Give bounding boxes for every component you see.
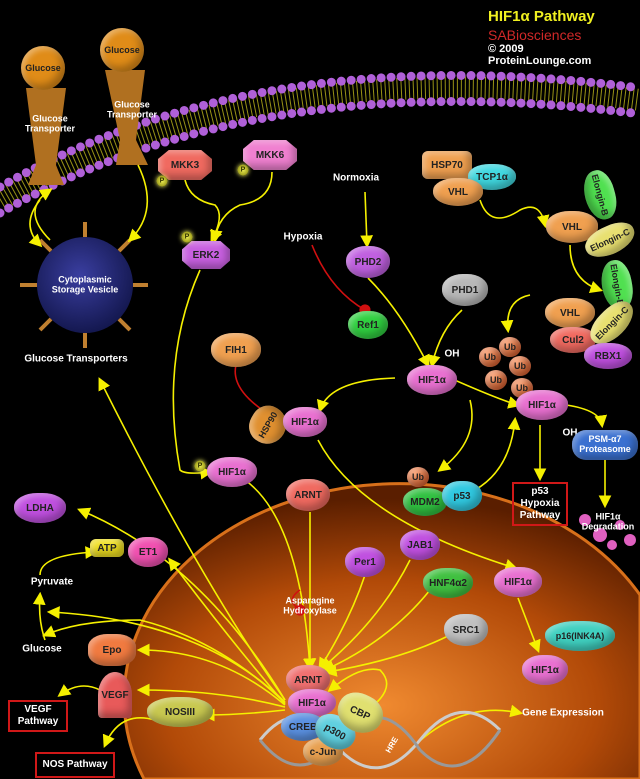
glucose-1: Glucose: [21, 46, 65, 90]
hif1a-p16: HIF1α: [522, 655, 568, 685]
vhl-3: VHL: [545, 298, 595, 328]
p53-hypoxia-pathway-box[interactable]: p53 Hypoxia Pathway: [512, 482, 568, 526]
ref1: Ref1: [348, 311, 388, 339]
fih1: FIH1: [211, 333, 261, 367]
atp: ATP: [90, 539, 124, 557]
oh-label-2: OH: [562, 427, 578, 439]
hif1a-complex: HIF1α: [288, 689, 336, 717]
degradation-fragments: [579, 514, 636, 550]
asparagine-hydroxylase-label: Asparagine Hydroxylase: [283, 595, 337, 616]
copyright: © 2009: [488, 43, 524, 55]
ub-4: Ub: [485, 370, 507, 390]
mkk6: MKK6: [243, 140, 297, 170]
brand-logo: SABiosciences: [488, 27, 582, 43]
glucose-transporter-1: [26, 88, 66, 185]
gene-expression-label: Gene Expression: [522, 707, 604, 719]
vegf: VEGF: [98, 672, 132, 718]
vesicle-label: Cytoplasmic Storage Vesicle: [51, 274, 119, 295]
activation-arrows: [28, 164, 612, 751]
hsp70: HSP70: [422, 151, 472, 179]
hif1a-hsp90: HIF1α: [283, 407, 327, 437]
glucose-transporters-label: Glucose Transporters: [24, 353, 128, 365]
hif1a-ubiquitinated: HIF1α: [516, 390, 568, 420]
glucose-transporter-label-2: Glucose Transporter: [106, 99, 158, 120]
site-link[interactable]: ProteinLounge.com: [488, 55, 592, 67]
mkk3: MKK3: [158, 150, 212, 180]
glucose-transporter-label-1: Glucose Transporter: [24, 113, 76, 134]
arnt-cyto: ARNT: [286, 479, 330, 511]
ub-3: Ub: [509, 356, 531, 376]
hif1a-hydroxylated: HIF1α: [407, 365, 457, 395]
phospho-hif1a: P: [194, 460, 206, 472]
hnf4a2: HNF4α2: [423, 568, 473, 598]
ub-2: Ub: [479, 347, 501, 367]
header: HIF1α Pathway SABiosciences © 2009 Prote…: [488, 8, 595, 67]
psm-a7-proteasome: PSM-α7 Proteasome: [572, 430, 638, 460]
phd1: PHD1: [442, 274, 488, 306]
hypoxia-label: Hypoxia: [283, 231, 323, 243]
glucose-2: Glucose: [100, 28, 144, 72]
ub-1: Ub: [499, 337, 521, 357]
normoxia-label: Normoxia: [332, 172, 380, 184]
p53: p53: [442, 481, 482, 511]
hif1a-degradation-label: HIF1α Degradation: [581, 511, 635, 532]
hif1a-nuclear: HIF1α: [494, 567, 542, 597]
per1: Per1: [345, 547, 385, 577]
cell-membrane: [0, 71, 640, 218]
vhl-1: VHL: [433, 178, 483, 206]
glucose-label: Glucose: [22, 643, 62, 655]
et1: ET1: [128, 537, 168, 567]
vegf-pathway-box[interactable]: VEGF Pathway: [8, 700, 68, 732]
cytoplasmic-storage-vesicle: [37, 237, 133, 333]
p16-ink4a: p16(INK4A): [545, 621, 615, 651]
mdm2: MDM2: [403, 488, 447, 516]
ub-mdm2: Ub: [407, 467, 429, 487]
jab1: JAB1: [400, 530, 440, 560]
page-title: HIF1α Pathway: [488, 8, 595, 25]
rbx1: RBX1: [584, 343, 632, 369]
phospho-erk2: P: [181, 231, 193, 243]
epo: Epo: [88, 634, 136, 666]
phospho-mkk3: P: [156, 175, 168, 187]
src1: SRC1: [444, 614, 488, 646]
glucose-transporter-2: [105, 70, 148, 165]
phospho-mkk6: P: [237, 164, 249, 176]
ldha: LDHA: [14, 493, 66, 523]
nosiii: NOSIII: [147, 697, 213, 727]
oh-label-1: OH: [444, 348, 460, 360]
erk2: ERK2: [182, 241, 230, 269]
nos-pathway-box[interactable]: NOS Pathway: [35, 752, 115, 778]
phd2: PHD2: [346, 246, 390, 278]
pyruvate-label: Pyruvate: [30, 576, 74, 588]
hif1a-phospho: HIF1α: [207, 457, 257, 487]
